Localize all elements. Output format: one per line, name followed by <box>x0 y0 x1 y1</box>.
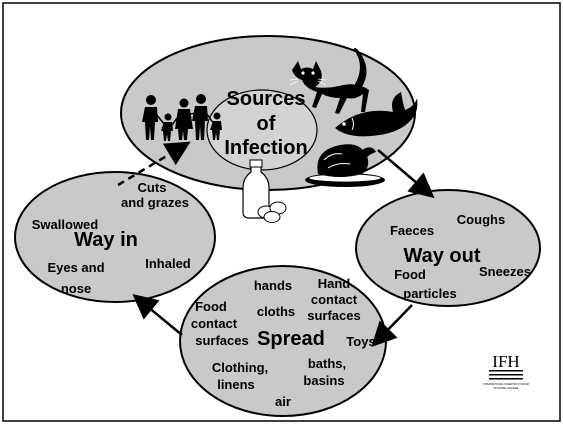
fish-icon <box>335 92 418 137</box>
arrow-sources-to-wayout <box>377 149 435 199</box>
spread-toys: Toys <box>346 334 375 349</box>
way-out-node <box>355 189 541 307</box>
sources-title-line-3: Infection <box>224 137 307 159</box>
arrow-wayin-to-sources <box>117 141 191 187</box>
way-in-inhaled: Inhaled <box>145 256 191 271</box>
spread-air: air <box>275 394 291 409</box>
way-out-food-line-2: particles <box>403 286 456 301</box>
way-out-faeces: Faeces <box>390 223 434 238</box>
sources-title-line-2: of <box>257 113 276 135</box>
spread-clothing-line-1: Clothing, <box>212 360 268 375</box>
way-in-eyes-line-2: nose <box>61 281 91 296</box>
way-in-cuts-line-1: Cuts <box>138 180 167 195</box>
spread-title: Spread <box>257 328 325 350</box>
spread-baths-line-2: basins <box>303 373 344 388</box>
spread-food-line-3: surfaces <box>195 333 248 348</box>
way-in-swallowed: Swallowed <box>32 217 99 232</box>
logo-tagline-line-2: ON HOME HYGIENE <box>494 386 519 390</box>
logo-tagline-line-1: INTERNATIONAL SCIENTIFIC FORUM <box>483 382 529 386</box>
spread-food-line-2: contact <box>191 316 238 331</box>
spread-hands: hands <box>254 278 292 293</box>
way-out-sneezes: Sneezes <box>479 264 531 279</box>
logo-rule-3 <box>489 378 523 380</box>
spread-clothing-line-2: linens <box>217 377 255 392</box>
logo-mark: IFH <box>492 352 519 371</box>
way-out-title: Way out <box>403 245 480 267</box>
cat-icon <box>289 48 369 114</box>
ifh-logo: IFH INTERNATIONAL SCIENTIFIC FORUM ON HO… <box>483 352 529 390</box>
chicken-icon <box>305 144 385 187</box>
arrow-spread-to-wayin <box>132 294 183 336</box>
way-in-cuts-line-2: and grazes <box>121 195 189 210</box>
spread-cloths: cloths <box>257 304 295 319</box>
milk-eggs-icon <box>242 159 287 223</box>
way-out-food-line-1: Food <box>394 267 426 282</box>
way-in-title: Way in <box>74 229 138 251</box>
people-icon <box>142 94 222 141</box>
logo-rule-1 <box>489 370 523 372</box>
spread-baths-line-1: baths, <box>308 356 346 371</box>
way-in-eyes-line-1: Eyes and <box>47 260 104 275</box>
way-out-coughs: Coughs <box>457 212 505 227</box>
spread-food-line-1: Food <box>195 299 227 314</box>
sources-title-line-1: Sources <box>227 88 306 110</box>
arrow-wayout-to-spread <box>371 304 413 347</box>
logo-rule-2 <box>489 374 523 376</box>
spread-hand-line-3: surfaces <box>307 308 360 323</box>
spread-hand-line-2: contact <box>311 292 358 307</box>
spread-hand-line-1: Hand <box>318 276 351 291</box>
way-in-node <box>14 171 216 303</box>
sources-inner-ring <box>206 89 318 171</box>
